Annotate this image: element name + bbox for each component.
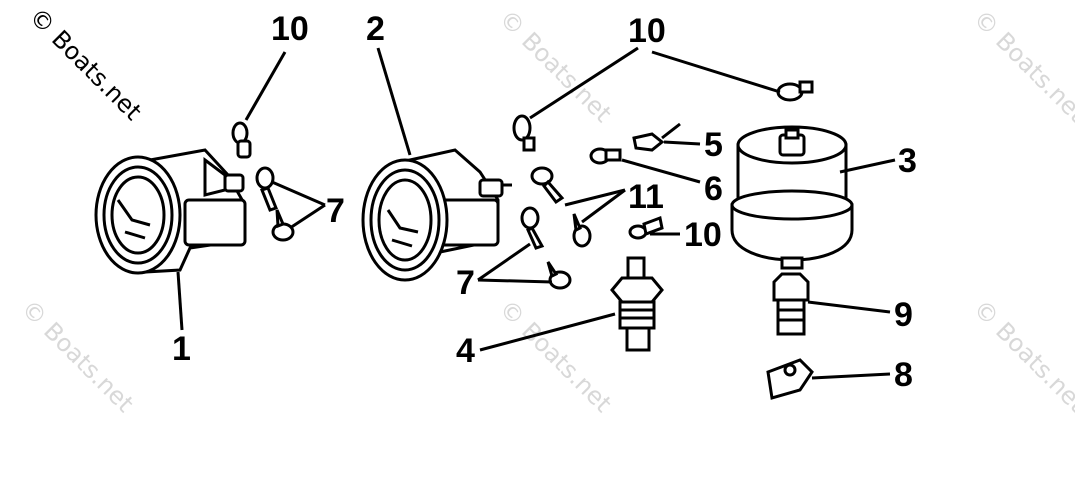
ring-terminals	[231, 80, 814, 290]
terminal-part-6	[589, 147, 622, 165]
leader-lines	[176, 46, 896, 380]
callout-6: 6	[704, 170, 723, 208]
brand-watermark: © Boats.net	[24, 2, 147, 125]
watermark: © Boats.net	[16, 294, 139, 417]
callout-1: 1	[172, 330, 191, 368]
watermark: © Boats.net	[494, 4, 617, 127]
sender-part-3	[730, 125, 854, 270]
gauge-part-1	[94, 148, 247, 275]
sensor-part-4	[610, 256, 664, 352]
callout-11: 11	[628, 178, 664, 216]
callout-10-middle: 10	[684, 216, 722, 254]
callout-5: 5	[704, 126, 723, 164]
callout-3: 3	[898, 142, 917, 180]
callout-8: 8	[894, 356, 913, 394]
terminal-part-5	[632, 122, 681, 152]
callout-labels: 10 2 10 7 1 3 5 6 11 10 7 4 9 8	[172, 10, 917, 394]
watermark: © Boats.net	[968, 4, 1075, 127]
callout-10-left: 10	[271, 10, 309, 48]
watermark: © Boats.net	[494, 294, 617, 417]
callout-10-top: 10	[628, 12, 666, 50]
callout-4: 4	[456, 332, 475, 370]
fitting-part-9	[772, 272, 810, 336]
gauge-part-2	[361, 148, 512, 282]
callout-7-left: 7	[326, 192, 345, 230]
clip-part-8	[766, 358, 814, 400]
callout-9: 9	[894, 296, 913, 334]
watermark: © Boats.net	[968, 294, 1075, 417]
callout-2: 2	[366, 10, 385, 48]
callout-7-right: 7	[456, 264, 475, 302]
